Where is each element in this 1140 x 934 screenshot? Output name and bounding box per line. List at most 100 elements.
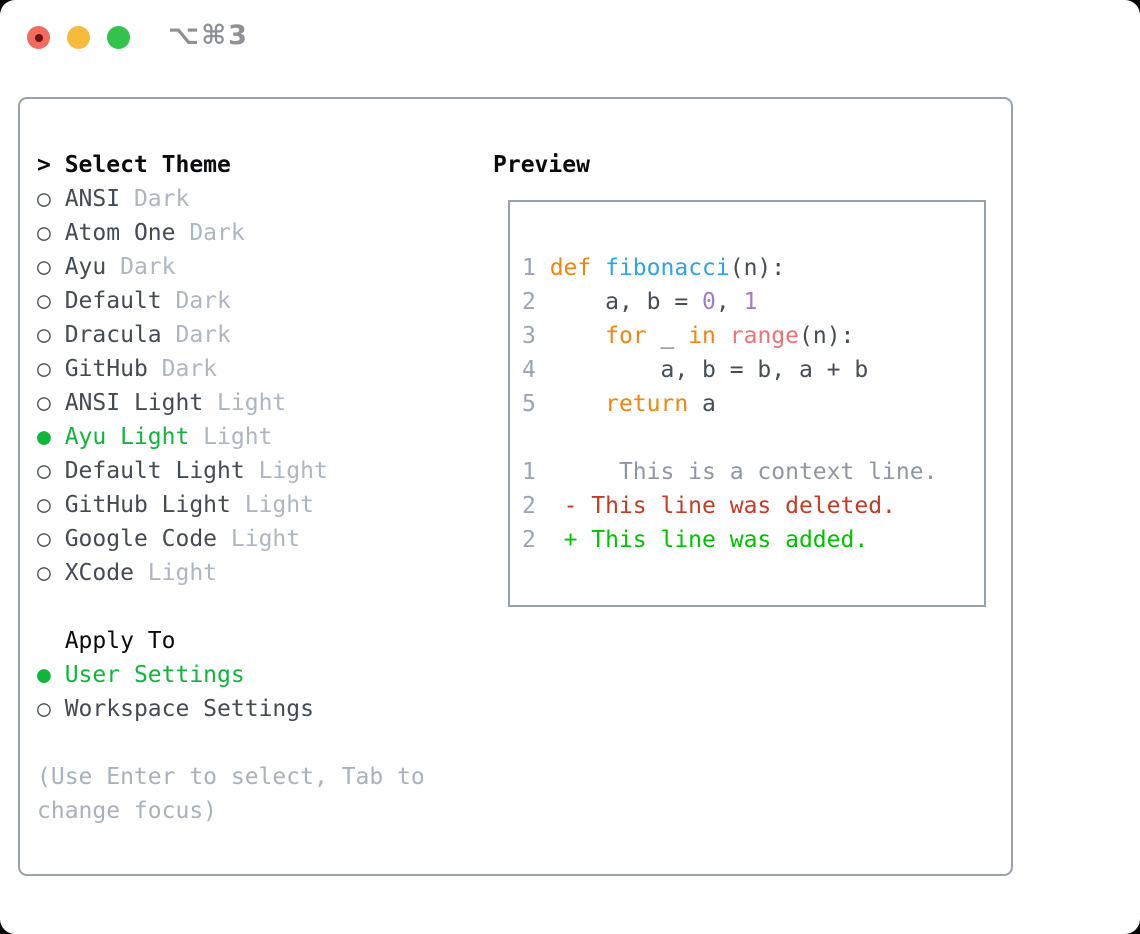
theme-option[interactable]: ○ ANSI Light Light [37,386,425,420]
code-line: 4 a, b = b, a + b [522,353,937,387]
code-token-pln: (n): [799,323,855,349]
code-line: 1 def fibonacci(n): [522,251,937,285]
radio-unselected-icon: ○ [37,526,51,552]
close-dot-icon [34,33,43,42]
radio-unselected-icon: ○ [37,220,51,246]
code-line: 5 return a [522,387,937,421]
radio-unselected-icon: ○ [37,492,51,518]
code-line [522,421,937,455]
close-button[interactable] [27,26,50,49]
code-token-ln: 2 [522,289,536,315]
theme-variant-label: Dark [161,356,218,382]
code-token-ln: 3 [522,323,536,349]
help-line-text: (Use Enter to select, Tab to [37,764,425,790]
preview-title: Preview [493,152,590,178]
theme-option[interactable]: ○ Google Code Light [37,522,425,556]
apply-to-option-label: User Settings [64,662,245,688]
theme-option[interactable]: ○ Ayu Dark [37,250,425,284]
code-token-pln: _ [646,323,689,349]
code-line: 1 This is a context line. [522,455,937,489]
radio-unselected-icon: ○ [37,696,51,722]
theme-variant-label: Light [147,560,218,586]
code-token-add: + This line was added. [563,527,869,553]
code-token-kw: return [605,391,689,417]
code-token-kw: in [688,323,716,349]
theme-variant-label: Light [217,390,287,416]
code-token-pln [536,493,564,519]
theme-variant-label: Dark [133,186,190,212]
code-token-pln [536,527,564,553]
theme-name: Ayu [64,254,107,280]
theme-name: Ayu Light [64,424,190,450]
code-line: 2 a, b = 0, 1 [522,285,937,319]
preview-header: Preview [493,148,590,182]
radio-unselected-icon: ○ [37,560,51,586]
radio-selected-icon: ● [37,662,51,688]
apply-to-option[interactable]: ○ Workspace Settings [37,692,425,726]
code-token-pln: (n): [729,255,786,281]
help-text: (Use Enter to select, Tab to change focus… [37,760,425,828]
theme-variant-label: Light [244,492,314,518]
code-line: 3 for _ in range(n): [522,319,937,353]
code-token-pln [716,323,730,349]
traffic-lights [27,26,130,49]
theme-name: ANSI [64,186,121,212]
preview-box [508,200,986,607]
theme-option[interactable]: ○ Default Dark [37,284,425,318]
apply-to-option-label: Workspace Settings [64,696,314,722]
code-token-pln [591,255,605,281]
theme-variant-label: Light [258,458,328,484]
theme-option[interactable]: ○ Default Light Light [37,454,425,488]
theme-variant-label: Dark [175,288,231,314]
theme-picker-header: > Select Theme [37,148,425,182]
theme-name: Default Light [64,458,245,484]
theme-name: GitHub [64,356,148,382]
code-line: 2 - This line was deleted. [522,489,937,523]
theme-name: Google Code [64,526,218,552]
code-token-ctx: This is a context line. [535,459,938,485]
apply-to-option[interactable]: ● User Settings [37,658,425,692]
theme-name: ANSI Light [64,390,204,416]
theme-variant-label: Light [203,424,273,450]
code-token-num: 1 [743,289,758,315]
zoom-button[interactable] [107,26,130,49]
selection-caret-icon: > [37,152,51,178]
window-shortcut-label: ⌥⌘3 [168,20,249,51]
help-line-text: change focus) [37,798,218,824]
code-token-fn: fibonacci [605,255,730,281]
apply-to-header: Apply To [37,624,425,658]
radio-unselected-icon: ○ [37,254,51,280]
theme-name: Atom One [64,220,176,246]
code-token-num: 0 [702,289,716,315]
apply-to-list: ● User Settings ○ Workspace Settings [37,658,425,726]
radio-unselected-icon: ○ [37,322,51,348]
radio-unselected-icon: ○ [37,288,51,314]
code-token-pln [536,391,605,417]
code-token-kw: for [605,323,647,349]
code-token-pln: a [688,391,716,417]
radio-unselected-icon: ○ [37,458,51,484]
theme-variant-label: Dark [175,322,231,348]
code-token-ln: 1 [522,459,536,485]
help-line: (Use Enter to select, Tab to [37,760,425,794]
theme-name: Default [64,288,162,314]
spacer-row [37,590,425,624]
code-line: 2 + This line was added. [522,523,937,557]
radio-unselected-icon: ○ [37,390,51,416]
theme-variant-label: Dark [120,254,176,280]
minimize-button[interactable] [67,26,90,49]
theme-variant-label: Light [230,526,301,552]
spacer-row [37,726,425,760]
code-token-pln [536,323,605,349]
code-token-ln: 2 [522,493,536,519]
theme-picker-title: Select Theme [64,152,231,178]
